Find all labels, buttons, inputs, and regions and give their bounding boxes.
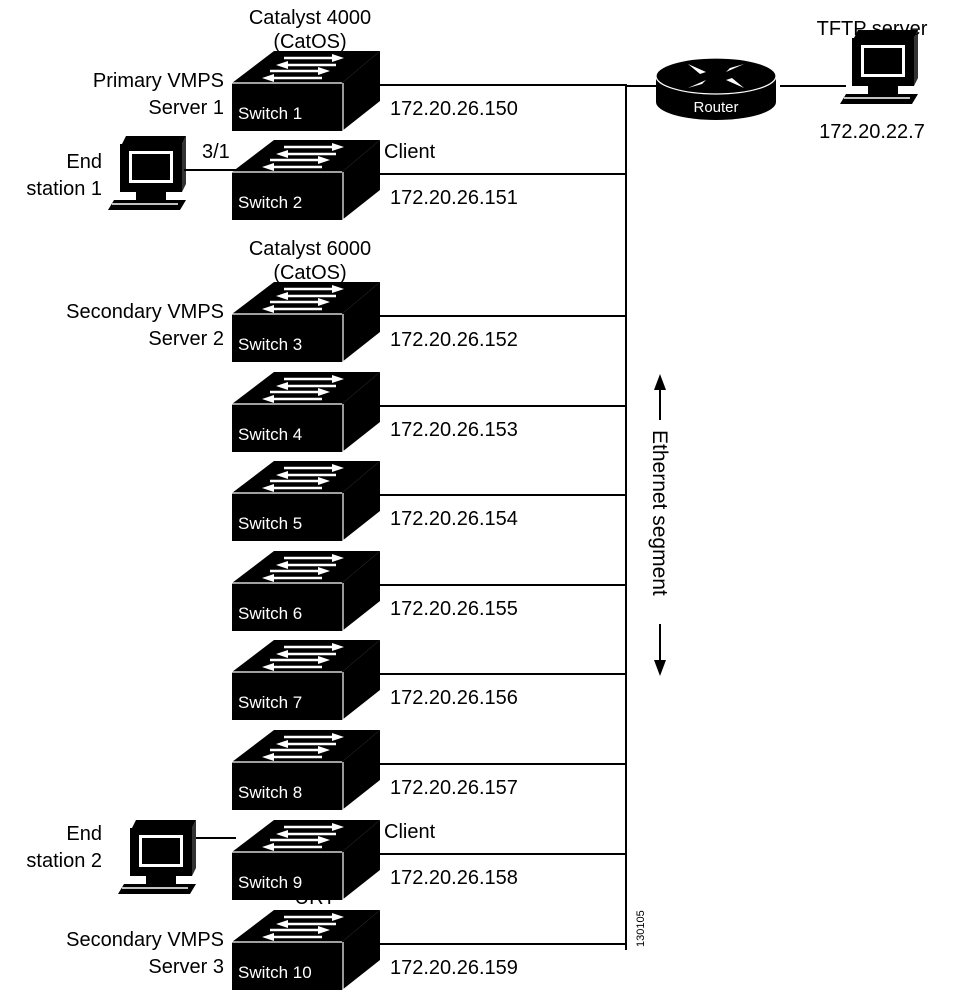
switch-os: (CatOS) bbox=[273, 31, 346, 53]
switch-ip: 172.20.26.151 bbox=[390, 187, 518, 209]
end-station-1-line2: station 1 bbox=[26, 178, 102, 200]
switch-label: Switch 8 bbox=[238, 783, 302, 802]
switch-ip: 172.20.26.150 bbox=[390, 98, 518, 120]
switch-ip: 172.20.26.155 bbox=[390, 598, 518, 620]
end-station-1-port: 3/1 bbox=[202, 141, 230, 163]
switch-8: Switch 8 172.20.26.157 bbox=[230, 728, 627, 812]
switch-tag: Client bbox=[384, 821, 436, 843]
switch-tag: Client bbox=[384, 141, 436, 163]
switch-2: Switch 2 172.20.26.151 Client bbox=[230, 138, 627, 222]
switch-role-line1: Secondary VMPS bbox=[66, 929, 224, 951]
switch-role-line1: Secondary VMPS bbox=[66, 301, 224, 323]
end-station-2-icon bbox=[117, 819, 197, 895]
switch-ip: 172.20.26.153 bbox=[390, 419, 518, 441]
switch-3: Switch 3 172.20.26.152 Secondary VMPS Serve… bbox=[66, 238, 627, 364]
switch-label: Switch 2 bbox=[238, 193, 302, 212]
end-station-1-icon bbox=[107, 135, 187, 211]
switch-role-line2: Server 3 bbox=[148, 956, 224, 978]
switch-platform: Catalyst 4000 bbox=[249, 7, 371, 29]
switch-platform: Catalyst 6000 bbox=[249, 238, 371, 260]
switch-7: Switch 7 172.20.26.156 bbox=[230, 638, 627, 722]
tftp-server-ip: 172.20.22.7 bbox=[819, 121, 925, 143]
tftp-server-label: TFTP server bbox=[817, 18, 928, 40]
switch-6: Switch 6 172.20.26.155 bbox=[230, 549, 627, 633]
switch-10: Switch 10 172.20.26.159 Secondary VMPS Serv… bbox=[66, 887, 627, 992]
switch-label: Switch 3 bbox=[238, 335, 302, 354]
ethernet-segment-annotation: Ethernet segment bbox=[648, 374, 671, 676]
switch-role-line1: Primary VMPS bbox=[93, 70, 224, 92]
switch-label: Switch 1 bbox=[238, 104, 302, 123]
switch-4: Switch 4 172.20.26.153 bbox=[230, 370, 627, 454]
arrow-down-icon bbox=[654, 660, 666, 676]
arrow-up-icon bbox=[654, 374, 666, 390]
switch-ip: 172.20.26.158 bbox=[390, 867, 518, 889]
switch-ip: 172.20.26.156 bbox=[390, 687, 518, 709]
switch-role-line2: Server 1 bbox=[148, 97, 224, 119]
figure-id: 130105 bbox=[635, 910, 647, 947]
switch-os: (CatOS) bbox=[273, 262, 346, 284]
ethernet-segment-label: Ethernet segment bbox=[648, 430, 671, 596]
switch-ip: 172.20.26.159 bbox=[390, 957, 518, 979]
tftp-server-icon bbox=[839, 29, 919, 105]
end-station-2-line1: End bbox=[66, 823, 102, 845]
router-icon: Router bbox=[655, 57, 777, 120]
switch-label: Switch 10 bbox=[238, 963, 312, 982]
switch-label: Switch 6 bbox=[238, 604, 302, 623]
switch-label: Switch 7 bbox=[238, 693, 302, 712]
switch-label: Switch 4 bbox=[238, 425, 302, 444]
switch-1: Switch 1 172.20.26.150 Primary VMPS Server … bbox=[93, 7, 627, 133]
router-label: Router bbox=[693, 99, 738, 116]
switch-ip: 172.20.26.152 bbox=[390, 329, 518, 351]
switch-5: Switch 5 172.20.26.154 bbox=[230, 459, 627, 543]
end-station-1-line1: End bbox=[66, 151, 102, 173]
switch-label: Switch 5 bbox=[238, 514, 302, 533]
switch-tag: URT bbox=[295, 887, 336, 909]
end-station-2-line2: station 2 bbox=[26, 850, 102, 872]
switch-ip: 172.20.26.157 bbox=[390, 777, 518, 799]
switch-9: Switch 9 172.20.26.158 Client bbox=[230, 818, 627, 902]
switch-role-line2: Server 2 bbox=[148, 328, 224, 350]
switch-label: Switch 9 bbox=[238, 873, 302, 892]
switch-ip: 172.20.26.154 bbox=[390, 508, 518, 530]
